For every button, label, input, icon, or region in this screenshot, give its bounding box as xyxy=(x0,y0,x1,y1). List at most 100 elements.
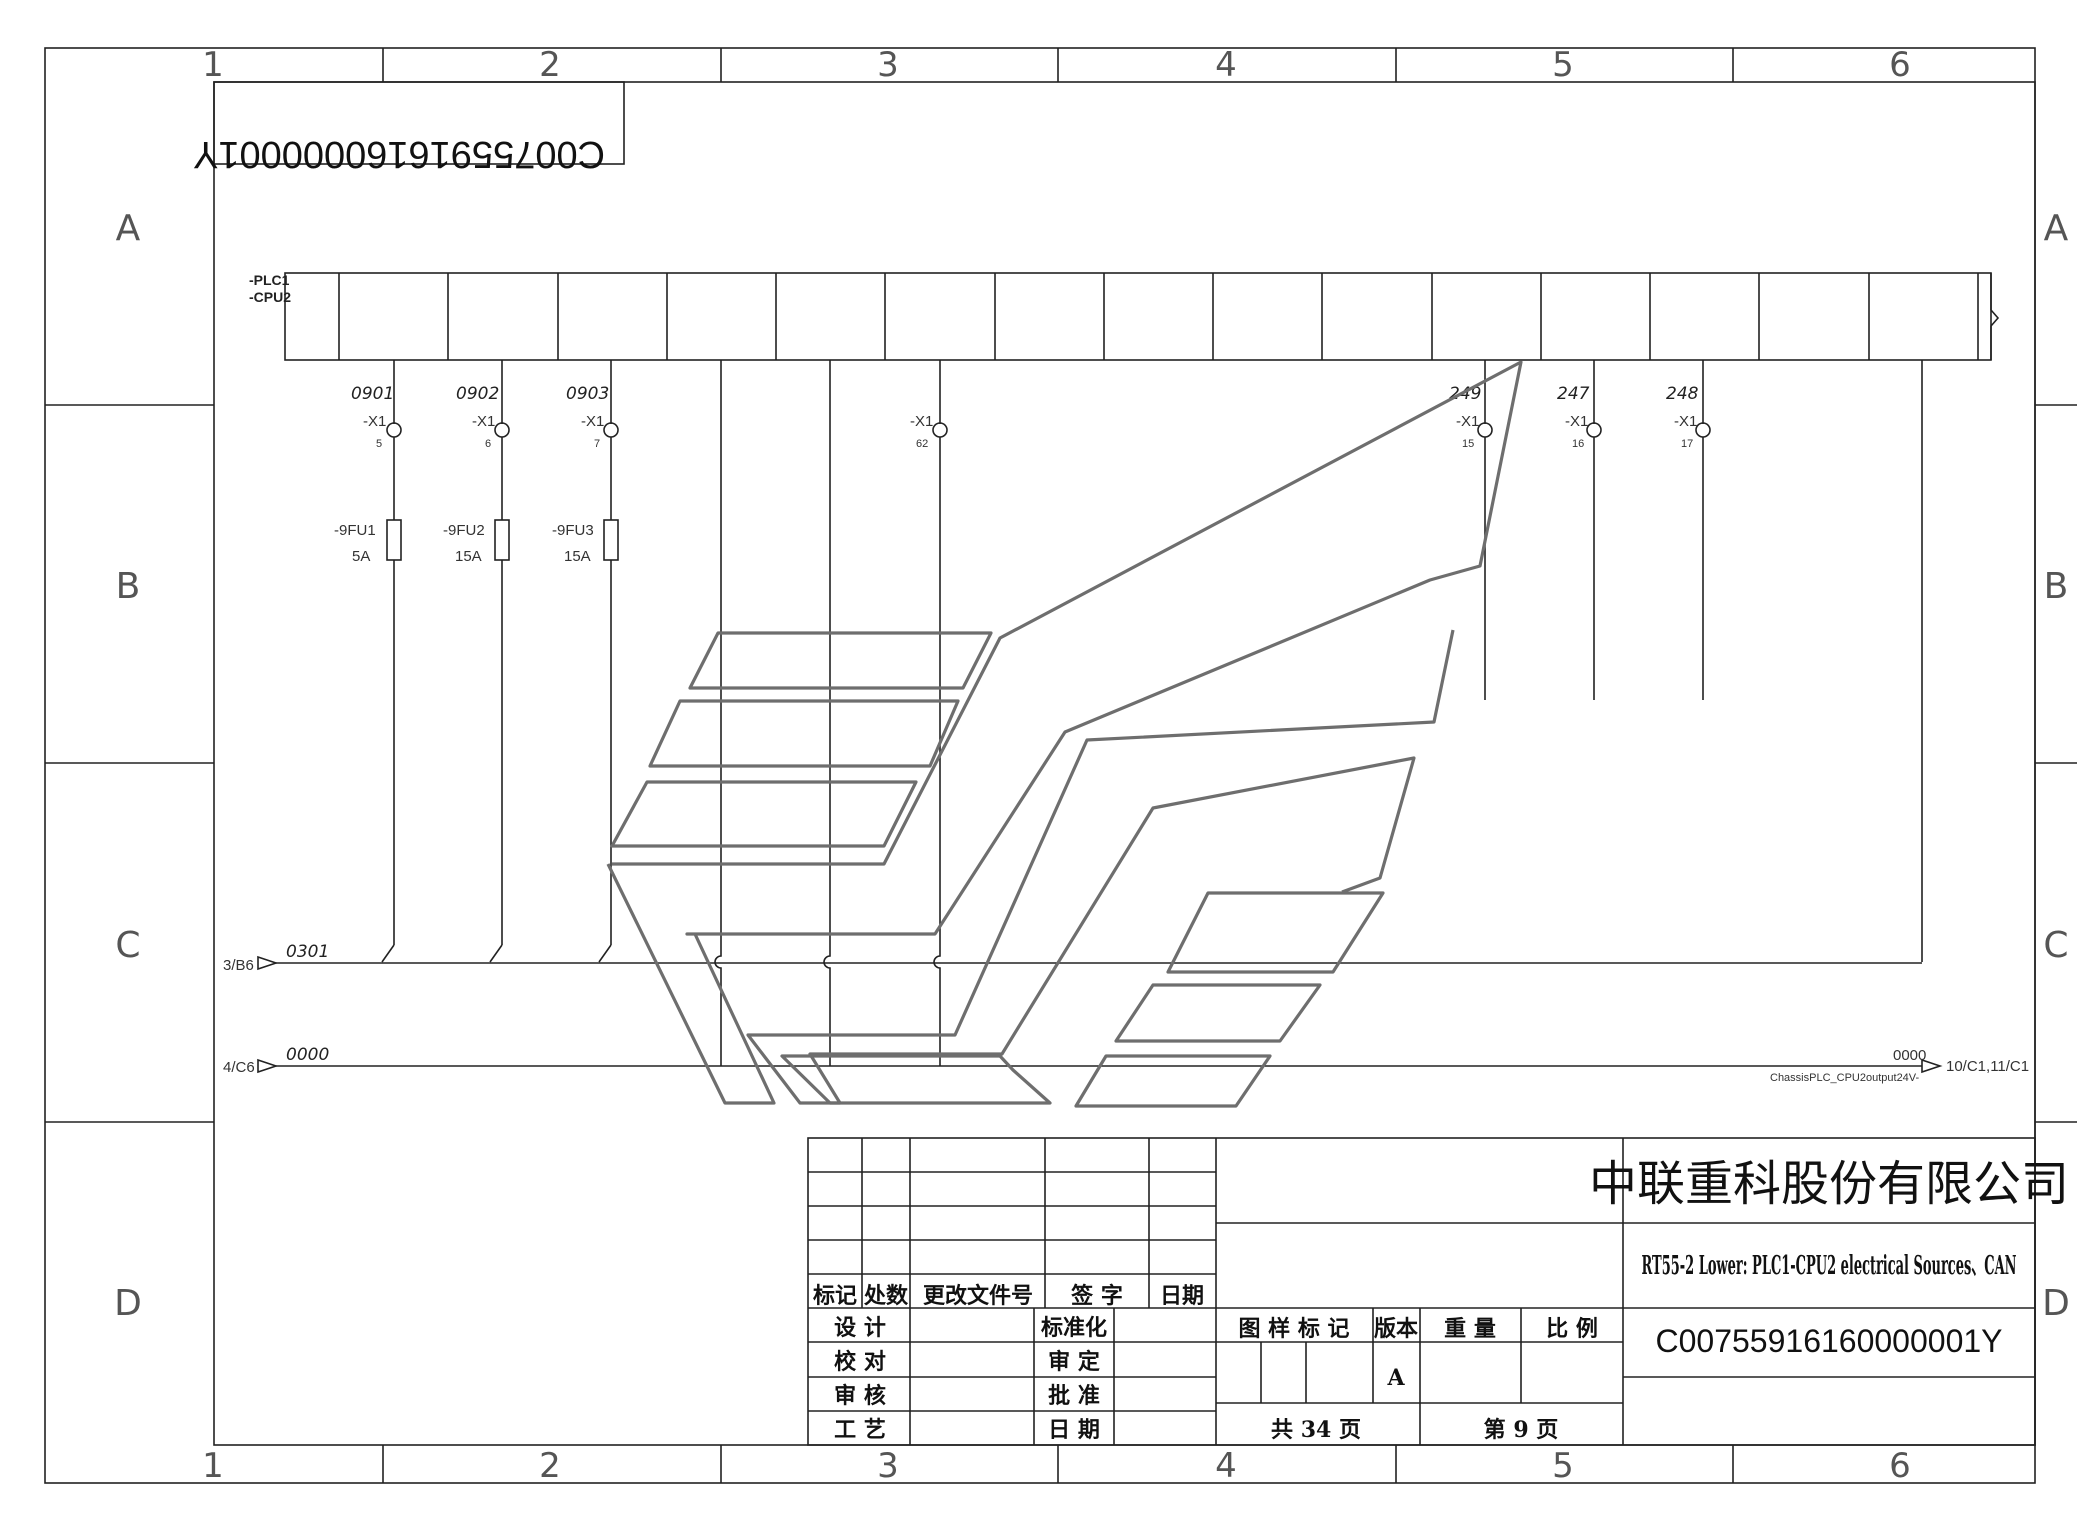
bus-0301: 3/B6 0301 xyxy=(223,942,1922,974)
title-block: 标记 处数 更改文件号 签 字 日期 设 计 校 对 审 核 工 艺 标准化 审… xyxy=(807,1137,2069,1446)
row-label-c-right: C xyxy=(2043,925,2068,966)
col-label-3: 3 xyxy=(877,45,899,85)
company-name: 中联重科股份有限公司 xyxy=(1589,1156,2069,1212)
bus-drop-wires xyxy=(714,360,831,1066)
terminal-circle xyxy=(386,422,402,438)
row-labels-right: A B C D xyxy=(2042,208,2070,1324)
rev-header-mark: 标记 xyxy=(813,1283,857,1309)
drawing-number: C00755916160000001Y xyxy=(1656,1323,2003,1359)
col-label-5: 5 xyxy=(1552,45,1574,85)
terminal-pin: 7 xyxy=(594,438,600,450)
plc-tag-line2: -CPU2 xyxy=(249,289,291,305)
role-review: 审 核 xyxy=(834,1383,886,1409)
weight-label: 重 量 xyxy=(1444,1316,1496,1342)
row-label-b: B xyxy=(116,566,141,607)
terminal-pin: 5 xyxy=(376,438,382,450)
plc-break-mark xyxy=(1990,273,2000,360)
fuse-symbol xyxy=(494,519,510,561)
row-label-a-right: A xyxy=(2044,208,2069,249)
bus-0000: 4/C6 0000 0000 10/C1,11/C1 ChassisPLC_CP… xyxy=(223,1045,2029,1084)
plc-cpu2-module: -PLC1 -CPU2 xyxy=(249,272,2000,361)
fuse-rating: 15A xyxy=(564,548,591,565)
fuse-label: -9FU1 xyxy=(334,522,376,539)
row-label-c: C xyxy=(115,925,140,966)
role-standard: 标准化 xyxy=(1041,1315,1107,1341)
terminal-pin: 62 xyxy=(916,438,928,450)
col-label-2: 2 xyxy=(539,45,561,85)
bus1-wire: 0301 xyxy=(286,942,329,962)
col-label-4: 4 xyxy=(1215,45,1237,85)
fuse-symbol xyxy=(603,519,619,561)
bus2-wire: 0000 xyxy=(286,1045,329,1065)
branch-4: -X1 62 xyxy=(910,360,948,1066)
terminal-circle xyxy=(494,422,510,438)
column-labels-top: 1 2 3 4 5 6 xyxy=(202,45,1911,85)
mirrored-number-stamp: C00755916160000001Y xyxy=(193,81,625,175)
col-label-1-bottom: 1 xyxy=(202,1446,224,1486)
conductor-label: 0903 xyxy=(566,384,609,404)
row-label-d: D xyxy=(114,1283,142,1324)
drawing-title: RT55-2 Lower: PLC1-CPU2 electrical Sourc… xyxy=(1642,1251,2017,1281)
col-label-6: 6 xyxy=(1889,45,1911,85)
branch-7: 248 -X1 17 xyxy=(1666,360,1711,700)
fuse-label: -9FU3 xyxy=(552,522,594,539)
conductor-label: 0901 xyxy=(351,384,394,404)
row-label-a: A xyxy=(116,208,141,249)
total-pages: 共 34 页 xyxy=(1271,1417,1361,1443)
column-labels-bottom: 1 2 3 4 5 6 xyxy=(202,1446,1911,1486)
bus2-ref: 4/C6 xyxy=(223,1059,255,1076)
role-date: 日 期 xyxy=(1048,1417,1100,1443)
plc-slot-dividers xyxy=(338,273,1979,360)
col-label-5-bottom: 5 xyxy=(1552,1446,1574,1486)
terminal-pin: 16 xyxy=(1572,438,1584,450)
col-label-2-bottom: 2 xyxy=(539,1446,561,1486)
out-desc: ChassisPLC_CPU2output24V- xyxy=(1770,1072,1920,1084)
col-label-3-bottom: 3 xyxy=(877,1446,899,1486)
scale-label: 比 例 xyxy=(1546,1316,1598,1342)
terminal-pin: 17 xyxy=(1681,438,1693,450)
bus1-ref: 3/B6 xyxy=(223,957,254,974)
col-label-4-bottom: 4 xyxy=(1215,1446,1237,1486)
col-label-6-bottom: 6 xyxy=(1889,1446,1911,1486)
terminal-label: -X1 xyxy=(1565,413,1588,430)
approval-roles-left: 设 计 校 对 审 核 工 艺 xyxy=(834,1315,886,1443)
terminal-label: -X1 xyxy=(1674,413,1697,430)
rev-header-count: 处数 xyxy=(863,1283,909,1309)
role-process: 工 艺 xyxy=(834,1417,886,1443)
terminal-pin: 15 xyxy=(1462,438,1474,450)
conductor-label: 0902 xyxy=(456,384,499,404)
branch-2: 0902 -X1 6 -9FU2 15A xyxy=(443,360,510,963)
row-label-d-right: D xyxy=(2042,1283,2070,1324)
conductor-label: 247 xyxy=(1557,384,1590,404)
terminal-label: -X1 xyxy=(581,413,604,430)
rev-header-sign: 签 字 xyxy=(1070,1283,1123,1309)
version-value: A xyxy=(1386,1365,1405,1391)
terminal-label: -X1 xyxy=(910,413,933,430)
role-approve: 批 准 xyxy=(1048,1383,1100,1409)
rev-header-date: 日期 xyxy=(1160,1283,1204,1309)
stamp-text: C00755916160000001Y xyxy=(193,133,605,175)
rev-header-docno: 更改文件号 xyxy=(923,1283,1033,1309)
terminal-circle xyxy=(1586,422,1602,438)
conductor-label: 248 xyxy=(1666,384,1699,404)
out-wire: 0000 xyxy=(1893,1047,1926,1064)
branch-3: 0903 -X1 7 -9FU3 15A xyxy=(552,360,619,963)
drop-wire-2 xyxy=(823,360,831,1066)
plc-tag-line1: -PLC1 xyxy=(249,272,290,288)
role-check: 校 对 xyxy=(834,1349,886,1375)
role-design: 设 计 xyxy=(834,1315,886,1341)
branch-6: 247 -X1 16 xyxy=(1557,360,1602,700)
role-verify: 审 定 xyxy=(1048,1349,1100,1375)
page-number: 第 9 页 xyxy=(1484,1417,1559,1443)
terminal-circle xyxy=(932,422,948,438)
col-label-1: 1 xyxy=(202,45,224,85)
fuse-rating: 5A xyxy=(352,548,370,565)
company-logo-watermark xyxy=(606,360,1523,1108)
approval-roles-right: 标准化 审 定 批 准 日 期 xyxy=(1041,1315,1107,1443)
terminal-pin: 6 xyxy=(485,438,491,450)
terminal-circle xyxy=(1695,422,1711,438)
version-label: 版本 xyxy=(1374,1316,1418,1342)
fuse-symbol xyxy=(386,519,402,561)
mark-label: 图 样 标 记 xyxy=(1239,1316,1350,1342)
branch-1: 0901 -X1 5 -9FU1 5A xyxy=(334,360,402,963)
